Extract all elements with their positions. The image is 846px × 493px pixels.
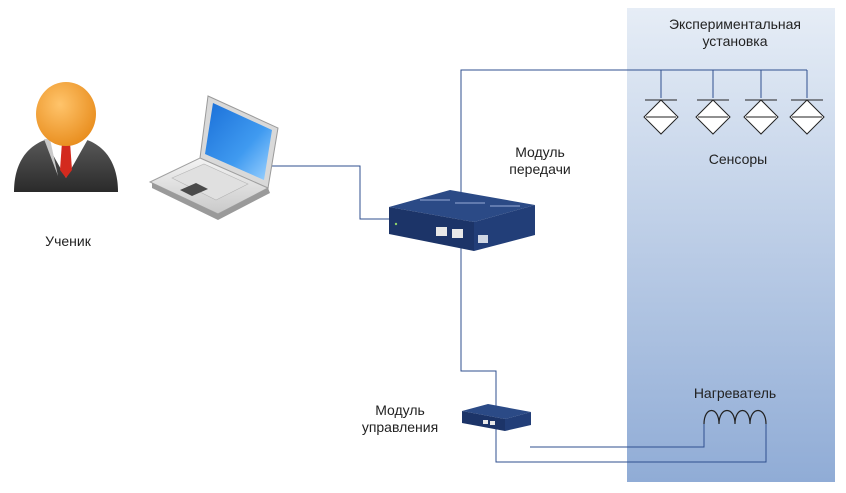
- student-label: Ученик: [45, 233, 91, 249]
- sensor-4-icon: [789, 99, 825, 135]
- transfer-module-label: Модуль передачи: [492, 144, 588, 178]
- wire-control-to-heater-a: [495, 424, 767, 463]
- control-module-device: [462, 404, 531, 431]
- control-module-label: Модуль управления: [350, 402, 450, 436]
- wire-transfer-to-control: [460, 245, 497, 408]
- control-module-label-line-1: Модуль: [375, 402, 425, 418]
- transfer-module-label-line-2: передачи: [509, 161, 571, 177]
- connection-wires: [272, 69, 808, 463]
- transfer-module-label-line-1: Модуль: [515, 144, 565, 160]
- sensor-3-icon: [743, 99, 779, 135]
- sensor-2-icon: [695, 99, 731, 135]
- sensor-1-icon: [643, 99, 679, 135]
- wire-laptop-to-transfer: [272, 165, 392, 220]
- experimental-setup-panel: [627, 8, 835, 482]
- sensors-label: Сенсоры: [708, 151, 768, 167]
- panel-title-line-1: Экспериментальная: [668, 16, 802, 32]
- student-icon: [14, 82, 118, 192]
- laptop-icon: [148, 95, 279, 220]
- heater-label: Нагреватель: [693, 385, 777, 401]
- wire-transfer-to-sensors: [460, 69, 807, 231]
- panel-title: Экспериментальная установка: [648, 16, 822, 50]
- panel-title-line-2: установка: [702, 33, 768, 49]
- control-module-label-line-2: управления: [361, 419, 439, 435]
- wire-control-to-heater-b: [530, 424, 705, 448]
- heater-coil-icon: [703, 409, 767, 425]
- transfer-module-device: [389, 190, 535, 251]
